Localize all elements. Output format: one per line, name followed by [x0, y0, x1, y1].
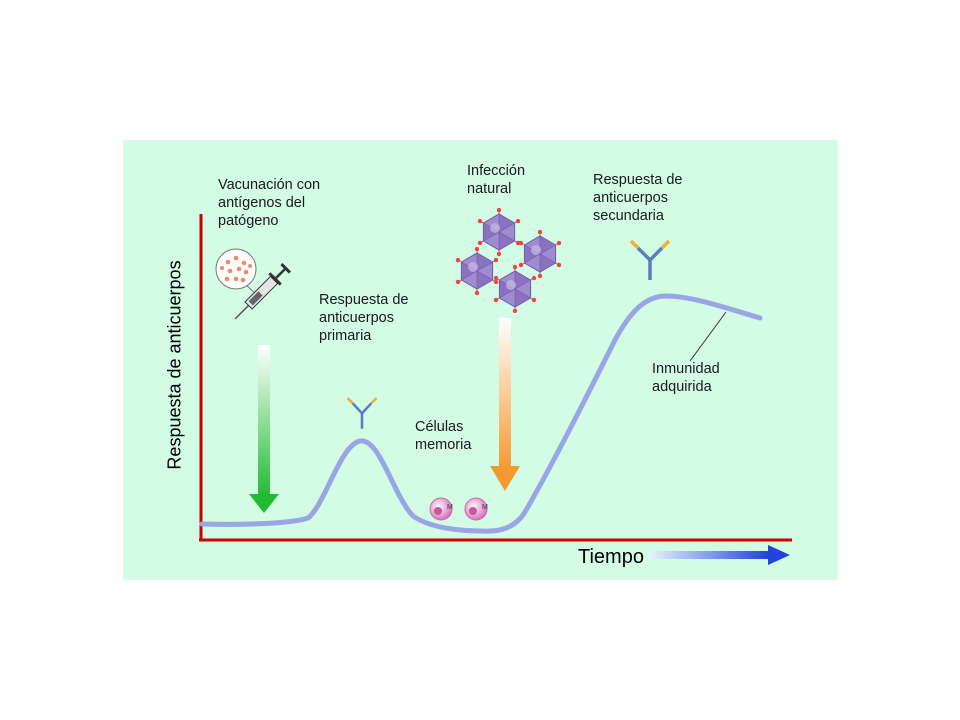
- vaccination-label: Vacunación con antígenos del patógeno: [218, 176, 320, 230]
- natural-infection-label: Infección natural: [467, 162, 525, 198]
- virus-icon: [455, 246, 499, 296]
- acquired-immunity-label-line-1: Inmunidad: [652, 361, 720, 377]
- antibody-icon-secondary: [629, 239, 671, 280]
- primary-response-label-line-3: primaria: [319, 328, 372, 344]
- memory-cells-label-line-1: Células: [415, 419, 464, 435]
- memory-cell-label-1: M: [447, 504, 453, 511]
- antibody-response-curve: [199, 293, 763, 534]
- natural-infection-label-line-2: natural: [467, 181, 512, 197]
- acquired-immunity-label: Inmunidad adquirida: [652, 360, 720, 396]
- memory-cell-icon-1: M: [429, 497, 453, 521]
- primary-response-label-line-1: Respuesta de: [319, 292, 409, 308]
- infection-arrow: [490, 318, 520, 491]
- virus-cluster: [455, 207, 562, 314]
- virus-icon: [493, 264, 537, 314]
- vaccination-label-line-1: Vacunación con: [218, 177, 321, 193]
- time-arrow: [648, 545, 790, 565]
- vaccination-label-line-2: antígenos del: [218, 195, 306, 211]
- secondary-response-label-line-1: Respuesta de: [593, 172, 683, 188]
- memory-cells-label: Células memoria: [415, 418, 471, 454]
- acquired-immunity-label-line-2: adquirida: [652, 379, 712, 395]
- memory-cell-label-2: M: [482, 504, 488, 511]
- virus-icon: [518, 229, 562, 279]
- y-axis-label: Respuesta de anticuerpos: [164, 260, 185, 470]
- acquired-immunity-pointer: [689, 311, 727, 362]
- memory-cell-icon-2: M: [464, 497, 488, 521]
- x-axis-label: Tiempo: [578, 546, 644, 568]
- vaccination-arrow: [249, 345, 279, 513]
- syringe-icon: [215, 248, 291, 320]
- vaccination-label-line-3: patógeno: [218, 213, 279, 229]
- virus-icon: [477, 207, 521, 257]
- secondary-response-label-line-2: anticuerpos: [593, 190, 668, 206]
- primary-response-label-line-2: anticuerpos: [319, 310, 394, 326]
- secondary-response-label: Respuesta de anticuerpos secundaria: [593, 171, 682, 225]
- secondary-response-label-line-3: secundaria: [593, 208, 664, 224]
- antibody-icon-primary: [346, 397, 378, 429]
- primary-response-label: Respuesta de anticuerpos primaria: [319, 291, 408, 345]
- natural-infection-label-line-1: Infección: [467, 163, 526, 179]
- memory-cells-label-line-2: memoria: [415, 437, 472, 453]
